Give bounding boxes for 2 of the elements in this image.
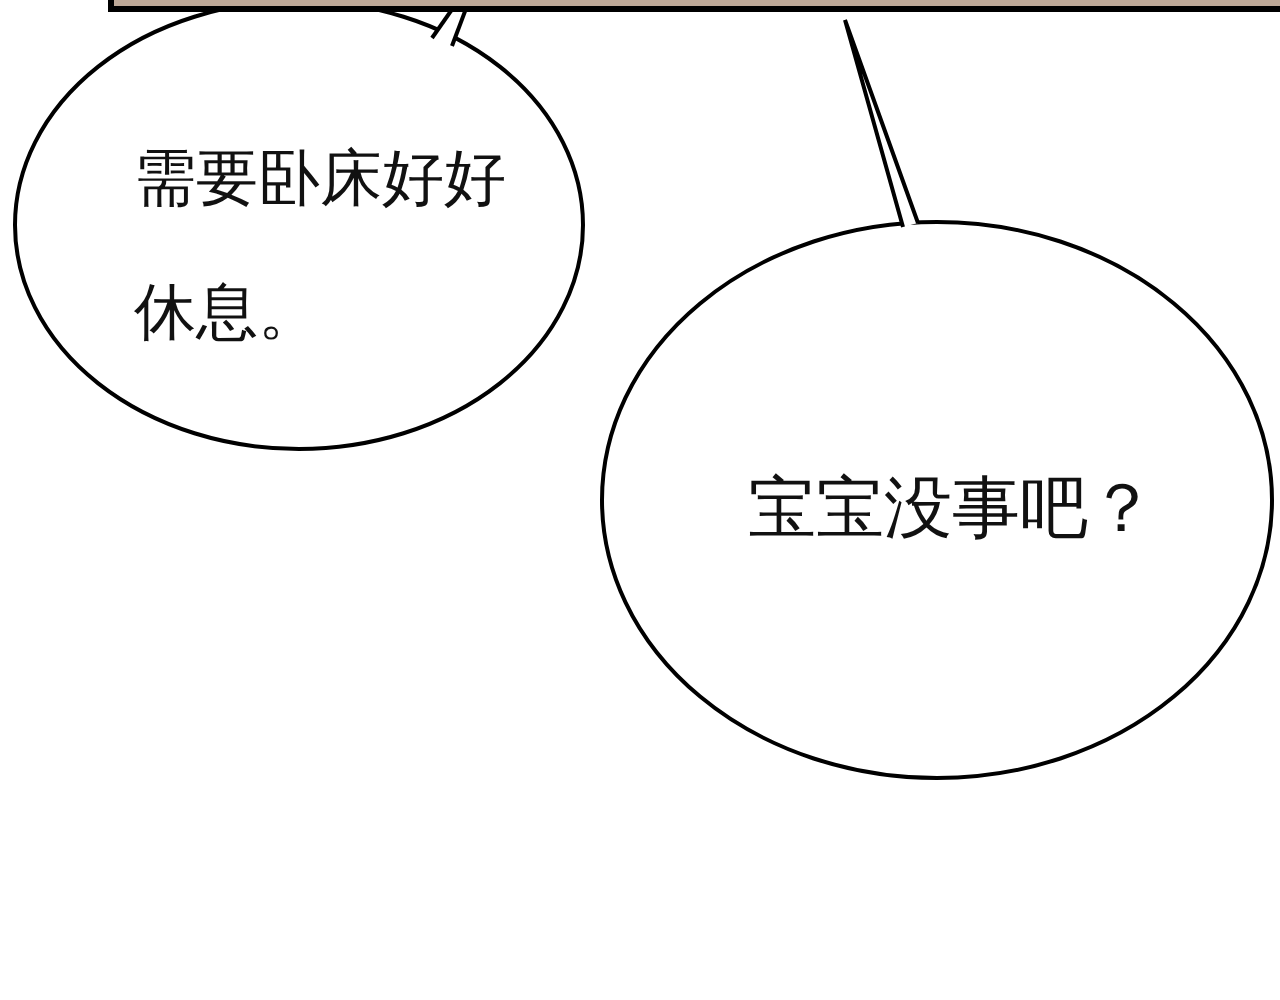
speech-text: 需要卧床好好休息。 (134, 140, 507, 350)
speech-text: 宝宝没事吧？ (748, 468, 1157, 548)
